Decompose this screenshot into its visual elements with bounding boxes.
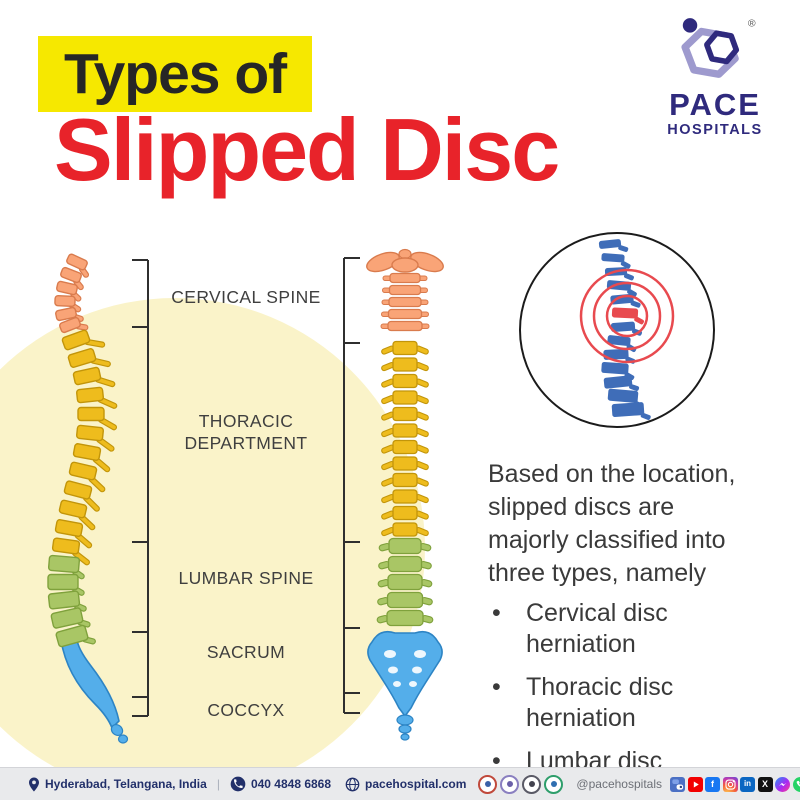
registered-mark: ®	[748, 18, 756, 30]
bullet-icon	[488, 598, 526, 660]
accreditation-badge-2	[500, 774, 520, 794]
accreditation-badge-4	[544, 774, 564, 794]
page-title: Slipped Disc	[54, 100, 560, 199]
label-cervical-spine: CERVICAL SPINE	[171, 287, 321, 307]
accreditation-badges	[478, 774, 564, 794]
messenger-icon[interactable]	[775, 776, 790, 792]
footer-website[interactable]: pacehospital.com	[365, 777, 467, 791]
description-block: Based on the location, slipped discs are…	[488, 458, 788, 800]
title-highlight-box: Types of	[38, 36, 313, 112]
title-small: Types of	[64, 42, 287, 106]
accreditation-badge-1	[478, 774, 498, 794]
intro-line: three types, namely	[488, 559, 707, 587]
herniation-zoom-circle-illustration	[519, 232, 715, 428]
pace-logo-icon: ®	[681, 18, 756, 78]
intro-line: majorly classified into	[488, 526, 726, 554]
label-sacrum: SACRUM	[206, 642, 286, 662]
globe-icon	[345, 777, 360, 792]
intro-line: slipped discs are	[488, 493, 675, 521]
list-item: Cervical disc herniation	[488, 598, 788, 660]
linkedin-icon[interactable]: in	[740, 776, 755, 792]
facebook-icon[interactable]: f	[705, 776, 720, 792]
list-item: Thoracic disc herniation	[488, 672, 788, 734]
bullet-icon	[488, 672, 526, 734]
back-view-spine-illustration	[366, 248, 444, 741]
footer-bar: Hyderabad, Telangana, India | 040 4848 6…	[0, 767, 800, 800]
footer-separator: |	[216, 777, 220, 791]
blog-icon[interactable]	[670, 776, 685, 792]
logo-subtitle: HOSPITALS	[667, 122, 763, 138]
whatsapp-icon[interactable]	[792, 776, 800, 792]
footer-phone[interactable]: 040 4848 6868	[250, 777, 332, 791]
accreditation-badge-3	[522, 774, 542, 794]
logo-name: PACE	[669, 87, 761, 122]
pace-hospitals-logo: ® PACE HOSPITALS	[645, 16, 785, 138]
label-thoracic-department: THORACIC DEPARTMENT	[184, 411, 308, 453]
instagram-icon[interactable]	[722, 776, 738, 792]
label-coccyx: COCCYX	[207, 700, 285, 720]
youtube-icon[interactable]	[687, 776, 703, 792]
location-pin-icon	[28, 777, 40, 792]
label-lumbar-spine: LUMBAR SPINE	[178, 568, 314, 588]
side-view-spine-illustration	[47, 253, 129, 744]
phone-icon	[230, 776, 246, 792]
intro-line: Based on the location,	[488, 460, 736, 488]
footer-location: Hyderabad, Telangana, India	[45, 777, 207, 791]
x-icon[interactable]: X	[757, 776, 773, 792]
social-handle: @pacehospitals	[576, 777, 662, 791]
social-icons-row: f in X P @	[670, 776, 800, 792]
